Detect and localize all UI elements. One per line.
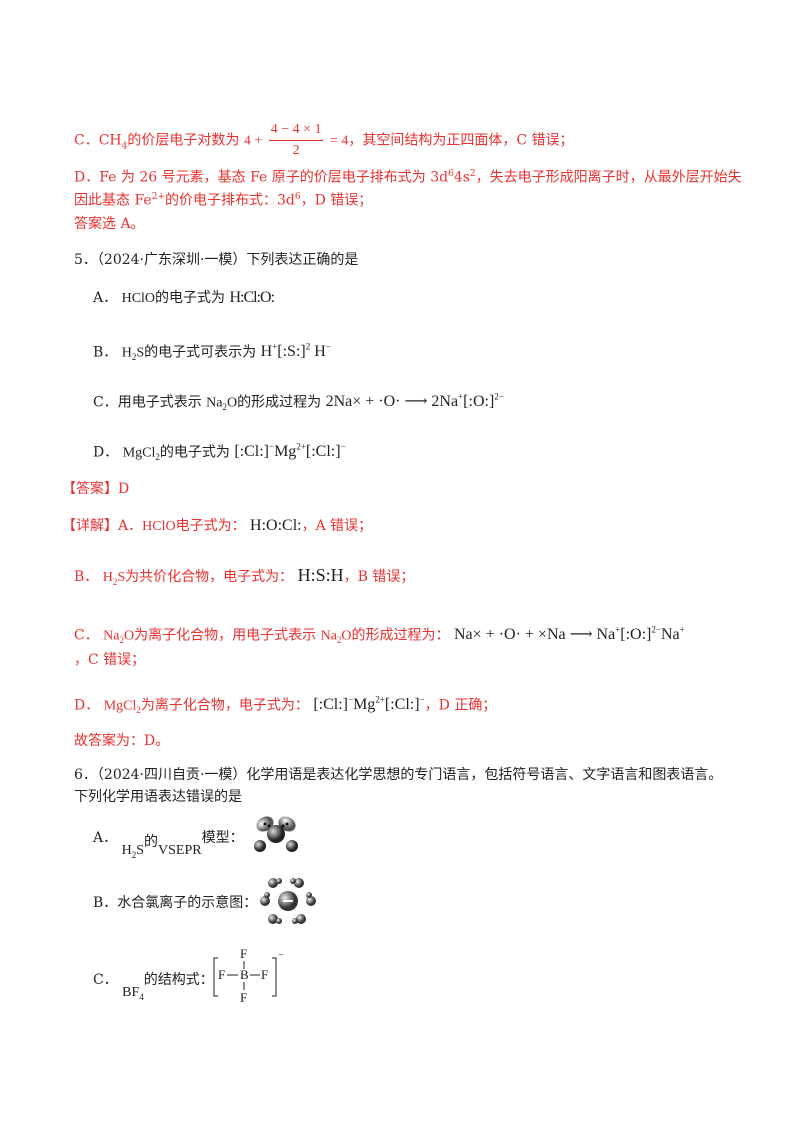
atom-f-left: F (218, 967, 225, 982)
detail-a: 【详解】A．HClO电子式为： H:O:Cl:，A 错误； (62, 517, 373, 534)
electron-formula: [:Cl:]−Mg2+[:Cl:]− (313, 695, 425, 714)
electron-formula: H:O:Cl: (250, 517, 302, 534)
q5-answer: 【答案】D (62, 481, 130, 497)
atom-f-top: F (240, 946, 247, 961)
electron-formula: H:S:H (297, 565, 344, 585)
q5-option-a[interactable]: A． HClO的电子式为 H:Cl:O: (93, 289, 275, 306)
atom-f-bottom: F (240, 990, 247, 1005)
q6-option-b[interactable]: B．水合氯离子的示意图： (93, 895, 258, 911)
electron-formula: H+[:S:]2 H− (260, 342, 331, 361)
conclusion: 故答案为：D。 (74, 733, 170, 749)
h2s-vsepr-model-image (254, 816, 298, 852)
q5-option-c[interactable]: C．用电子式表示 Na2O的形成过程为 2Na× + ·O· ⟶ 2Na+[:O… (93, 392, 504, 413)
q6-option-c[interactable]: C． BF4的结构式： (93, 972, 214, 1002)
previous-answer: 答案选 A。 (74, 216, 145, 232)
formation-process: Na× + ·O· + ×Na ⟶ Na+[:O:]2−Na+ (453, 625, 685, 644)
detail-d: D． MgCl2为离子化合物，电子式为： [:Cl:]−Mg2+[:Cl:]−，… (74, 695, 497, 716)
q6-stem-line1: 6．（2024·四川自贡·一模）化学用语是表达化学思想的专门语言，包括符号语言、… (74, 767, 723, 783)
electron-formula: [:Cl:]−Mg2+[:Cl:]− (234, 442, 346, 461)
minus-sign-icon (283, 900, 293, 902)
option-d-explanation-line2: 因此基态 Fe2+的价电子排布式：3d6，D 错误； (74, 192, 373, 209)
hydrated-chloride-ion-image (260, 878, 316, 924)
q5-stem: 5．（2024·广东深圳·一模）下列表达正确的是 (74, 252, 359, 268)
detail-c-tail: ，C 错误； (74, 652, 146, 668)
q5-option-d[interactable]: D． MgCl2的电子式为 [:Cl:]−Mg2+[:Cl:]− (93, 442, 346, 463)
q5-option-b[interactable]: B． H2S的电子式可表示为 H+[:S:]2 H− (93, 342, 331, 363)
charge: − (278, 950, 284, 961)
detail-c: C． Na2O为离子化合物，用电子式表示 Na2O的形成过程为： Na× + ·… (74, 625, 685, 646)
option-d-explanation-line1: D．Fe 为 26 号元素，基态 Fe 原子的价层电子排布式为 3d64s2，失… (74, 169, 742, 186)
formation-process: 2Na× + ·O· ⟶ 2Na+[:O:]2− (325, 392, 504, 411)
detail-b: B． H2S为共价化合物，电子式为： H:S:H，B 错误； (74, 565, 415, 587)
electron-formula: H:Cl:O: (229, 289, 275, 306)
q6-option-a[interactable]: A． H2S的VSEPR模型： (93, 830, 244, 860)
bf4-structure-formula: F F B F F − (213, 946, 284, 1005)
atom-f-right: F (261, 967, 268, 982)
atom-b: B (240, 967, 249, 982)
q6-stem-line2: 下列化学用语表达错误的是 (74, 789, 242, 805)
